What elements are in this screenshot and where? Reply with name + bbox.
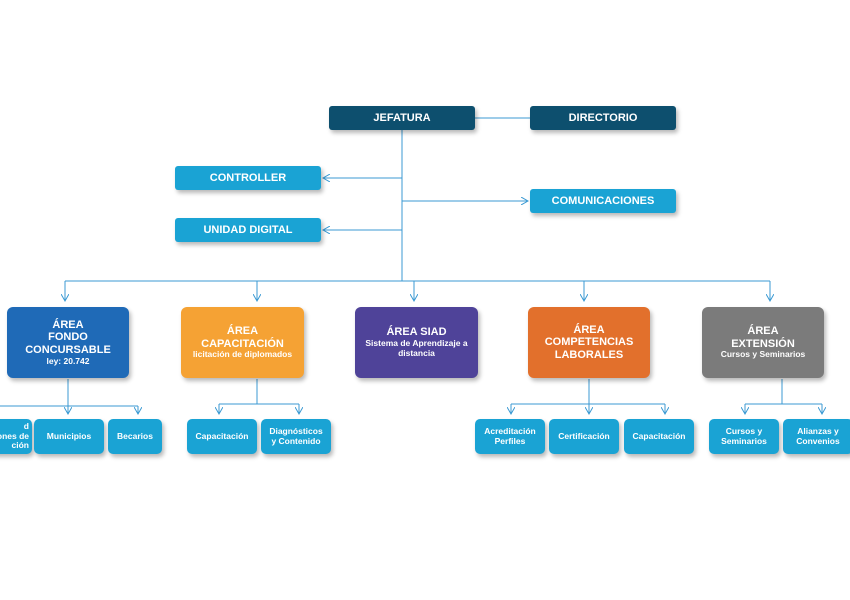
- subunit-becarios-label: Becarios: [117, 430, 153, 441]
- subunit-certificacion: Certificación: [549, 419, 619, 454]
- area-fondo-sub: ley: 20.742: [46, 355, 90, 366]
- area-competencias-title2: COMPETENCIAS LABORALES: [544, 336, 634, 361]
- area-competencias-laborales: ÁREA COMPETENCIAS LABORALES: [528, 307, 650, 378]
- comunicaciones-label: COMUNICACIONES: [551, 194, 655, 207]
- area-capacitacion: ÁREA CAPACITACIÓN licitación de diplomad…: [181, 307, 304, 378]
- area-extension-sub: Cursos y Seminarios: [720, 349, 806, 360]
- controller-label: CONTROLLER: [209, 171, 287, 184]
- area-fondo-title2: FONDO CONCURSABLE: [25, 331, 111, 356]
- area-siad: ÁREA SIAD Sistema de Aprendizaje a dista…: [355, 307, 478, 378]
- directorio-label: DIRECTORIO: [568, 111, 638, 124]
- area-capacitacion-title2: CAPACITACIÓN: [201, 337, 284, 350]
- subunit-certificacion-label: Certificación: [558, 430, 610, 441]
- area-competencias-title1: ÁREA: [573, 323, 605, 336]
- subunit-acreditacion: Acreditación Perfiles: [475, 419, 545, 454]
- comunicaciones-box: COMUNICACIONES: [530, 189, 676, 213]
- controller-box: CONTROLLER: [175, 166, 321, 190]
- area-fondo-title1: ÁREA: [52, 318, 84, 331]
- subunit-cap-capacitacion-label: Capacitación: [195, 430, 249, 441]
- area-siad-title: ÁREA SIAD: [386, 326, 447, 339]
- unidad-digital-box: UNIDAD DIGITAL: [175, 218, 321, 242]
- subunit-alianzas-convenios-label: Alianzas y Convenios: [796, 425, 840, 446]
- subunit-cursos-seminarios-label: Cursos y Seminarios: [721, 425, 767, 446]
- jefatura-box: JEFATURA: [329, 106, 475, 130]
- subunit-diagnosticos-label: Diagnósticos y Contenido: [269, 425, 323, 446]
- area-capacitacion-sub: licitación de diplomados: [192, 349, 293, 360]
- subunit-comp-capacitacion-label: Capacitación: [632, 430, 686, 441]
- subunit-cursos-seminarios: Cursos y Seminarios: [709, 419, 779, 454]
- area-fondo-concursable: ÁREA FONDO CONCURSABLE ley: 20.742: [7, 307, 129, 378]
- subunit-fondo-1-label: d ones de ción: [0, 420, 29, 451]
- area-extension: ÁREA EXTENSIÓN Cursos y Seminarios: [702, 307, 824, 378]
- subunit-comp-capacitacion: Capacitación: [624, 419, 694, 454]
- subunit-alianzas-convenios: Alianzas y Convenios: [783, 419, 850, 454]
- directorio-box: DIRECTORIO: [530, 106, 676, 130]
- area-extension-title1: ÁREA: [747, 324, 779, 337]
- subunit-acreditacion-label: Acreditación Perfiles: [484, 425, 536, 446]
- subunit-fondo-1: d ones de ción: [0, 419, 32, 454]
- area-capacitacion-title1: ÁREA: [226, 324, 259, 337]
- area-extension-title2: EXTENSIÓN: [731, 337, 795, 350]
- jefatura-label: JEFATURA: [373, 111, 431, 124]
- subunit-municipios: Municipios: [34, 419, 104, 454]
- area-siad-sub: Sistema de Aprendizaje a distancia: [365, 338, 468, 358]
- unidad-digital-label: UNIDAD DIGITAL: [203, 223, 293, 236]
- subunit-municipios-label: Municipios: [46, 430, 92, 441]
- subunit-cap-capacitacion: Capacitación: [187, 419, 257, 454]
- subunit-becarios: Becarios: [108, 419, 162, 454]
- subunit-diagnosticos: Diagnósticos y Contenido: [261, 419, 331, 454]
